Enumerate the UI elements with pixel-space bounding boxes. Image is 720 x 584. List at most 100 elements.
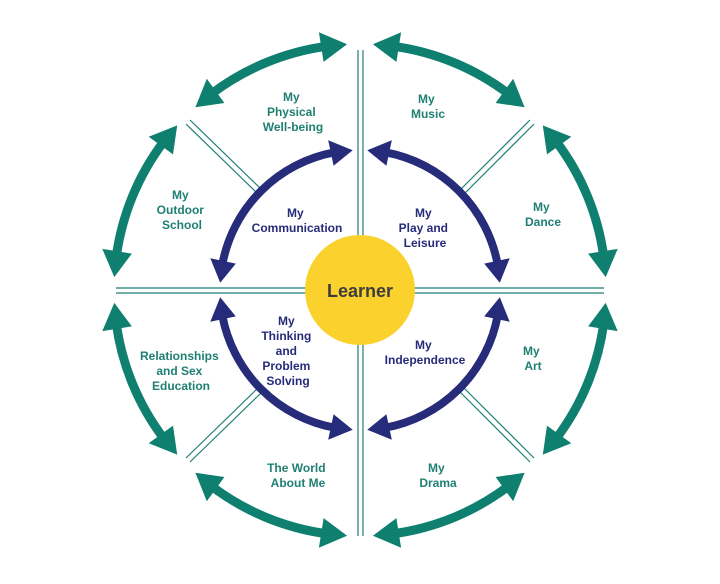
outer-double-arrow — [195, 472, 348, 548]
inner-arrow-ring — [210, 140, 510, 440]
segment-label-line: and — [276, 344, 297, 358]
arrow-shaft — [218, 314, 336, 432]
inner-double-arrow — [210, 297, 353, 440]
segment-label-thinking: My Thinking and Problem Solving — [261, 314, 314, 388]
outer-double-arrow — [372, 472, 525, 548]
arrow-shaft — [111, 322, 168, 442]
outer-double-arrow — [102, 302, 178, 455]
segment-label-relationships: Relationships and Sex Education — [140, 349, 222, 393]
outer-double-arrow — [195, 32, 348, 108]
arrow-head — [484, 297, 510, 322]
arrow-head — [210, 297, 236, 322]
arrow-head — [148, 125, 178, 155]
arrow-head — [372, 32, 402, 62]
segment-label-physical: My Physical Well-being — [263, 90, 323, 134]
arrow-head — [542, 125, 572, 155]
segment-label-line: Relationships — [140, 349, 219, 363]
inner-double-arrow — [367, 297, 510, 440]
arrow-shaft — [392, 41, 512, 98]
segment-label-line: My — [418, 92, 435, 106]
segment-label-line: The World — [267, 461, 325, 475]
inner-double-arrow — [210, 140, 353, 283]
segment-label-line: Well-being — [263, 120, 323, 134]
center-circle — [305, 235, 415, 345]
segment-label-line: My — [523, 344, 540, 358]
divider-diagonal-tr-a — [459, 119, 531, 191]
arrow-head — [328, 414, 353, 440]
segment-label-communication: My Communication — [252, 206, 343, 235]
segment-label-outdoor: My Outdoor School — [157, 188, 208, 232]
divider-diagonal-tl-a — [189, 119, 263, 191]
arrow-head — [588, 248, 618, 278]
arrow-head — [148, 425, 178, 455]
divider-diagonal-tl-b — [185, 123, 259, 195]
arrow-shaft — [552, 322, 609, 442]
outer-double-arrow — [542, 302, 618, 455]
arrow-head — [318, 32, 348, 62]
outer-double-arrow — [542, 125, 618, 278]
segment-label-line: Communication — [252, 221, 343, 235]
arrow-shaft — [208, 482, 328, 539]
divider-diagonal-bl-b — [185, 387, 259, 459]
segment-label-line: Independence — [385, 353, 466, 367]
segment-label-drama: My Drama — [419, 461, 457, 490]
segment-label-music: My Music — [411, 92, 445, 121]
arrow-shaft — [552, 138, 609, 258]
outer-double-arrow — [372, 32, 525, 108]
arrow-head — [495, 472, 525, 502]
arrow-shaft — [384, 148, 502, 266]
divider-diagonal-tr-b — [463, 123, 535, 195]
segment-label-independence: My Independence — [385, 338, 466, 367]
segment-label-line: Outdoor — [157, 203, 205, 217]
arrow-shaft — [208, 41, 328, 98]
outer-arrow-ring — [102, 32, 618, 548]
segment-label-line: My — [283, 90, 300, 104]
segment-label-line: Education — [152, 379, 210, 393]
center-label: Learner — [327, 281, 393, 301]
arrow-head — [195, 472, 225, 502]
segment-label-line: and Sex — [156, 364, 202, 378]
segment-label-line: Solving — [266, 374, 309, 388]
arrow-shaft — [384, 314, 502, 432]
segment-label-line: Thinking — [261, 329, 311, 343]
arrow-head — [367, 414, 392, 440]
arrow-head — [588, 302, 618, 332]
segment-label-line: Physical — [267, 105, 316, 119]
arrow-head — [484, 258, 510, 283]
arrow-shaft — [218, 148, 336, 266]
inner-double-arrow — [367, 140, 510, 283]
arrow-shaft — [111, 138, 168, 258]
segment-label-line: Drama — [419, 476, 457, 490]
segment-label-line: My — [172, 188, 189, 202]
segment-label-line: My — [287, 206, 304, 220]
divider-diagonal-br-a — [459, 391, 531, 463]
arrow-head — [195, 78, 225, 108]
arrow-head — [318, 518, 348, 548]
segment-label-art: My Art — [523, 344, 543, 373]
segment-label-line: Play and — [399, 221, 448, 235]
segment-label-line: School — [162, 218, 202, 232]
segment-label-line: My — [428, 461, 445, 475]
segment-label-line: My — [415, 338, 432, 352]
arrow-shaft — [392, 482, 512, 539]
segment-label-line: Leisure — [404, 236, 447, 250]
segment-label-line: About Me — [271, 476, 326, 490]
segment-label-line: Dance — [525, 215, 561, 229]
segment-label-line: My — [415, 206, 432, 220]
segment-label-line: Problem — [262, 359, 310, 373]
arrow-head — [102, 302, 132, 332]
segment-label-dance: My Dance — [525, 200, 561, 229]
arrow-head — [542, 425, 572, 455]
arrow-head — [328, 140, 353, 166]
segment-label-play: My Play and Leisure — [399, 206, 452, 250]
arrow-head — [102, 248, 132, 278]
segment-label-line: My — [278, 314, 295, 328]
arrow-head — [367, 140, 392, 166]
segment-label-world: The World About Me — [267, 461, 329, 490]
divider-diagonal-br-b — [463, 387, 535, 459]
arrow-head — [210, 258, 236, 283]
arrow-head — [372, 518, 402, 548]
outer-double-arrow — [102, 125, 178, 278]
